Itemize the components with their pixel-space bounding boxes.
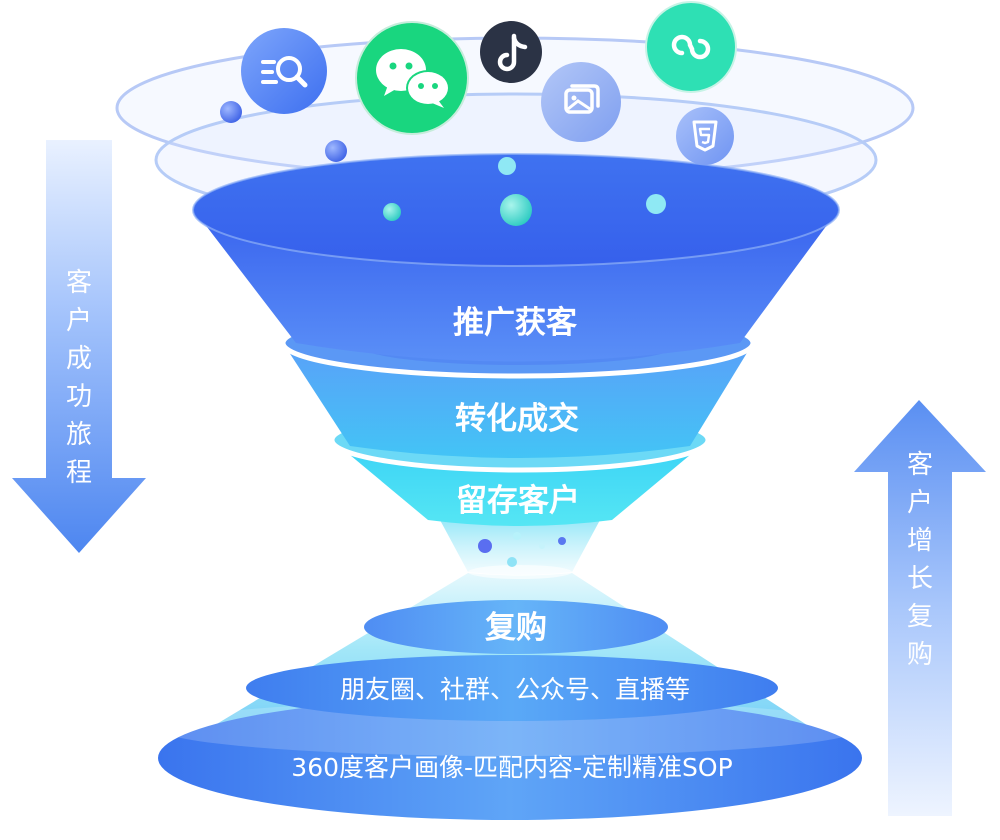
journey-char: 旅 xyxy=(65,420,92,450)
cone-base-layer xyxy=(158,696,862,820)
growth-char: 购 xyxy=(906,640,933,670)
cone-top-layer xyxy=(364,600,668,654)
journey-char: 户 xyxy=(65,306,92,336)
particle xyxy=(539,543,545,549)
particle xyxy=(325,140,347,162)
particle xyxy=(220,101,242,123)
growth-char: 客 xyxy=(906,450,933,480)
growth-char: 复 xyxy=(906,602,933,632)
journey-label: 客 户 成 功 旅 程 xyxy=(59,264,99,492)
growth-char: 户 xyxy=(906,488,933,518)
funnel-neck xyxy=(440,520,600,575)
journey-char: 成 xyxy=(65,344,92,374)
journey-char: 功 xyxy=(65,382,92,412)
particle xyxy=(558,537,566,545)
stage-label-retain: 留存客户 xyxy=(456,483,580,519)
cone-label-sop: 360度客户画像-匹配内容-定制精准SOP xyxy=(291,753,732,782)
particle xyxy=(513,532,521,540)
cone-label-repurchase: 复购 xyxy=(485,610,547,646)
cone-middle-layer xyxy=(246,655,778,721)
particle xyxy=(478,539,492,553)
growth-char: 长 xyxy=(906,564,933,594)
particle xyxy=(646,194,666,214)
particle xyxy=(500,194,532,226)
journey-char: 客 xyxy=(65,268,92,298)
cone-label-channels: 朋友圈、社群、公众号、直播等 xyxy=(340,675,690,704)
growth-arrow-up xyxy=(854,400,986,816)
stage-label-convert: 转化成交 xyxy=(455,401,579,437)
particle xyxy=(498,157,516,175)
mini-program-icon xyxy=(645,1,737,93)
particle xyxy=(383,203,401,221)
image-gallery-icon xyxy=(541,62,621,142)
journey-arrow-down xyxy=(12,140,146,553)
journey-char: 程 xyxy=(65,458,92,488)
growth-label: 客 户 增 长 复 购 xyxy=(900,446,940,674)
tiktok-icon xyxy=(480,21,542,83)
particle xyxy=(507,557,517,567)
wechat-icon xyxy=(355,21,469,135)
html5-icon xyxy=(676,107,734,165)
stage-label-acquire: 推广获客 xyxy=(453,305,577,341)
growth-char: 增 xyxy=(906,526,933,556)
search-doc-icon xyxy=(241,28,327,114)
